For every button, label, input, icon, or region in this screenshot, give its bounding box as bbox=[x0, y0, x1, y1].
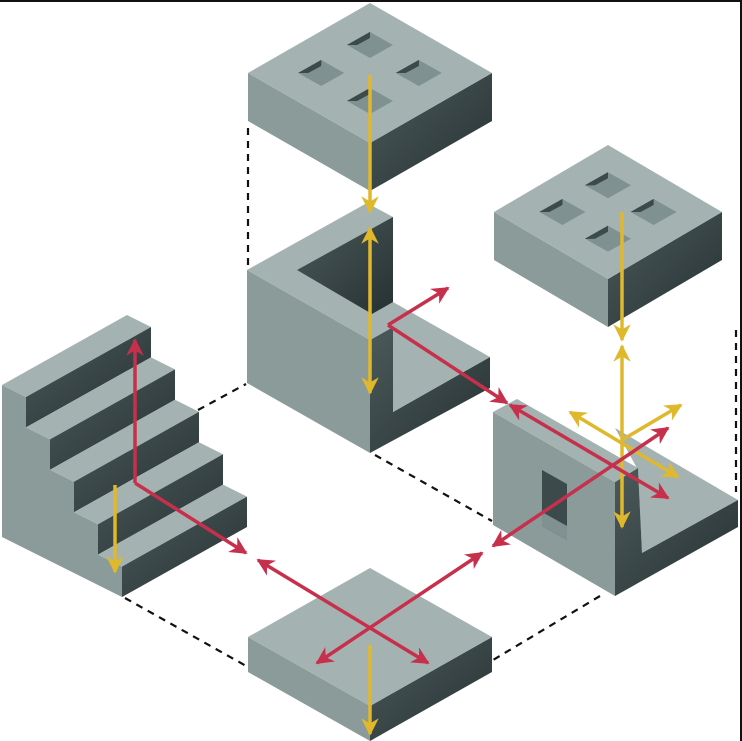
square-hole bbox=[298, 60, 345, 86]
step-tread bbox=[26, 357, 175, 440]
hole-wall bbox=[347, 88, 370, 101]
dashed-guide-line bbox=[124, 597, 249, 668]
step-riser bbox=[98, 454, 223, 555]
corner-block bbox=[247, 203, 490, 453]
step-tread bbox=[2, 315, 151, 397]
left-face bbox=[248, 73, 370, 191]
step-riser bbox=[26, 327, 151, 428]
step-tread bbox=[98, 484, 247, 567]
square-hole bbox=[539, 199, 586, 225]
hole-wall bbox=[395, 60, 419, 73]
step-riser bbox=[50, 369, 175, 470]
right-face bbox=[615, 468, 738, 596]
right-face bbox=[370, 327, 490, 453]
square-hole bbox=[395, 60, 442, 86]
floor-top-face bbox=[393, 302, 490, 412]
step-tread bbox=[74, 442, 223, 525]
hole-wall bbox=[585, 172, 608, 186]
arrows bbox=[106, 75, 683, 736]
hole-wall bbox=[630, 199, 654, 212]
left-face bbox=[494, 212, 608, 327]
right-face bbox=[370, 73, 492, 191]
yellow-diagonal-arrow bbox=[621, 403, 683, 442]
dashed-guide-line bbox=[197, 383, 247, 411]
red-double-arrow bbox=[491, 426, 670, 548]
red-diagonal-arrow bbox=[387, 286, 450, 327]
left-face bbox=[2, 385, 122, 597]
hole-wall bbox=[585, 225, 608, 239]
square-hole bbox=[585, 172, 631, 199]
hole-wall bbox=[298, 60, 322, 73]
step-tread bbox=[50, 399, 199, 482]
right-face bbox=[608, 212, 722, 327]
red-diagonal-arrow bbox=[134, 481, 248, 555]
dashed-guide-lines bbox=[124, 128, 738, 668]
red-double-arrow bbox=[315, 551, 484, 665]
red-diagonal-arrow bbox=[387, 323, 509, 405]
step-riser bbox=[122, 496, 247, 597]
left-face bbox=[247, 270, 370, 453]
square-hole bbox=[585, 225, 631, 252]
top-block-with-holes bbox=[248, 3, 492, 191]
square-hole bbox=[347, 32, 393, 58]
dashed-guide-line bbox=[492, 595, 601, 661]
hole-wall bbox=[539, 199, 563, 212]
staircase bbox=[2, 315, 247, 597]
top-face bbox=[494, 145, 722, 279]
right-block-with-holes bbox=[494, 145, 722, 327]
hole-wall bbox=[347, 32, 370, 45]
dashed-guide-line bbox=[374, 454, 493, 522]
top-face bbox=[248, 3, 492, 143]
window-block bbox=[493, 399, 738, 596]
square-hole bbox=[630, 199, 677, 225]
